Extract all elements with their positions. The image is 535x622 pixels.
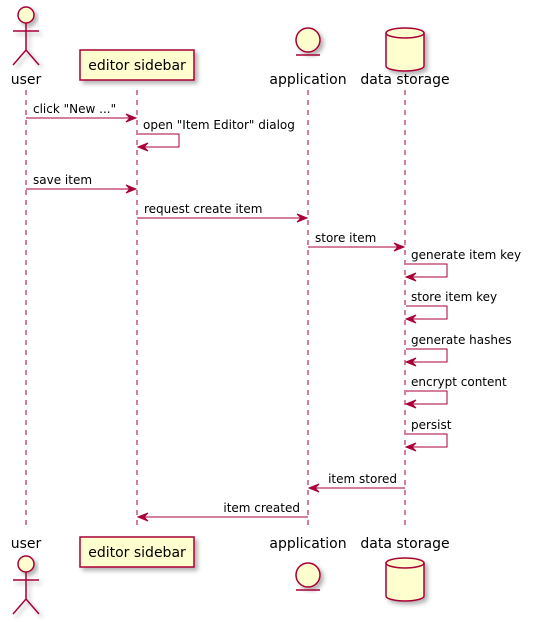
message-arrow [138, 133, 180, 148]
arrowhead [307, 483, 320, 493]
arrowhead [404, 442, 417, 452]
message-10: persist [404, 418, 452, 452]
message-label: item stored [328, 472, 397, 486]
participant-label-sidebar-bottom: editor sidebar [88, 545, 186, 561]
message-8: generate hashes [404, 333, 512, 367]
message-label: item created [223, 501, 300, 515]
message-9: encrypt content [404, 375, 507, 409]
message-2: open "Item Editor" dialog [136, 118, 295, 152]
arrowhead [393, 242, 406, 252]
message-5: store item [308, 231, 406, 252]
message-label: generate hashes [411, 333, 512, 347]
participant-application-top [295, 27, 321, 56]
participant-sidebar-top [79, 49, 195, 81]
participant-label-sidebar-top: editor sidebar [88, 58, 186, 74]
message-1: click "New ..." [26, 102, 138, 123]
message-label: request create item [144, 202, 262, 216]
arrowhead [404, 314, 417, 324]
participant-application-bottom [295, 562, 321, 591]
arrowhead [125, 184, 138, 194]
message-4: request create item [137, 202, 309, 223]
message-12: item created [136, 501, 308, 522]
participant-user-top [12, 6, 40, 66]
message-label: open "Item Editor" dialog [143, 118, 295, 132]
message-arrow [406, 390, 448, 405]
message-label: store item [315, 231, 376, 245]
participant-storage-top [385, 27, 425, 72]
message-label: store item key [411, 290, 497, 304]
arrowhead [136, 142, 149, 152]
message-3: save item [26, 173, 138, 194]
message-arrow [406, 433, 448, 448]
message-11: item stored [307, 472, 405, 493]
message-label: save item [33, 173, 92, 187]
arrowhead [136, 512, 149, 522]
message-label: encrypt content [411, 375, 507, 389]
participant-sidebar-bottom [79, 536, 195, 568]
arrowhead [296, 213, 309, 223]
arrowhead [404, 399, 417, 409]
participant-label-storage-bottom: data storage [360, 536, 449, 552]
message-arrow [406, 348, 448, 363]
message-label: generate item key [411, 248, 521, 262]
message-arrow [406, 263, 448, 278]
participant-label-user-bottom: user [11, 536, 42, 552]
arrowhead [125, 113, 138, 123]
message-label: click "New ..." [33, 102, 116, 116]
message-label: persist [411, 418, 452, 432]
arrowhead [404, 272, 417, 282]
message-7: store item key [404, 290, 497, 324]
participant-label-storage-top: data storage [360, 72, 449, 88]
participant-label-user-top: user [11, 72, 42, 88]
participant-user-bottom [12, 555, 40, 615]
participant-label-application-bottom: application [269, 536, 346, 552]
participant-label-application-top: application [269, 72, 346, 88]
participant-storage-bottom [385, 557, 425, 602]
message-arrow [406, 305, 448, 320]
message-6: generate item key [404, 248, 521, 282]
arrowhead [404, 357, 417, 367]
